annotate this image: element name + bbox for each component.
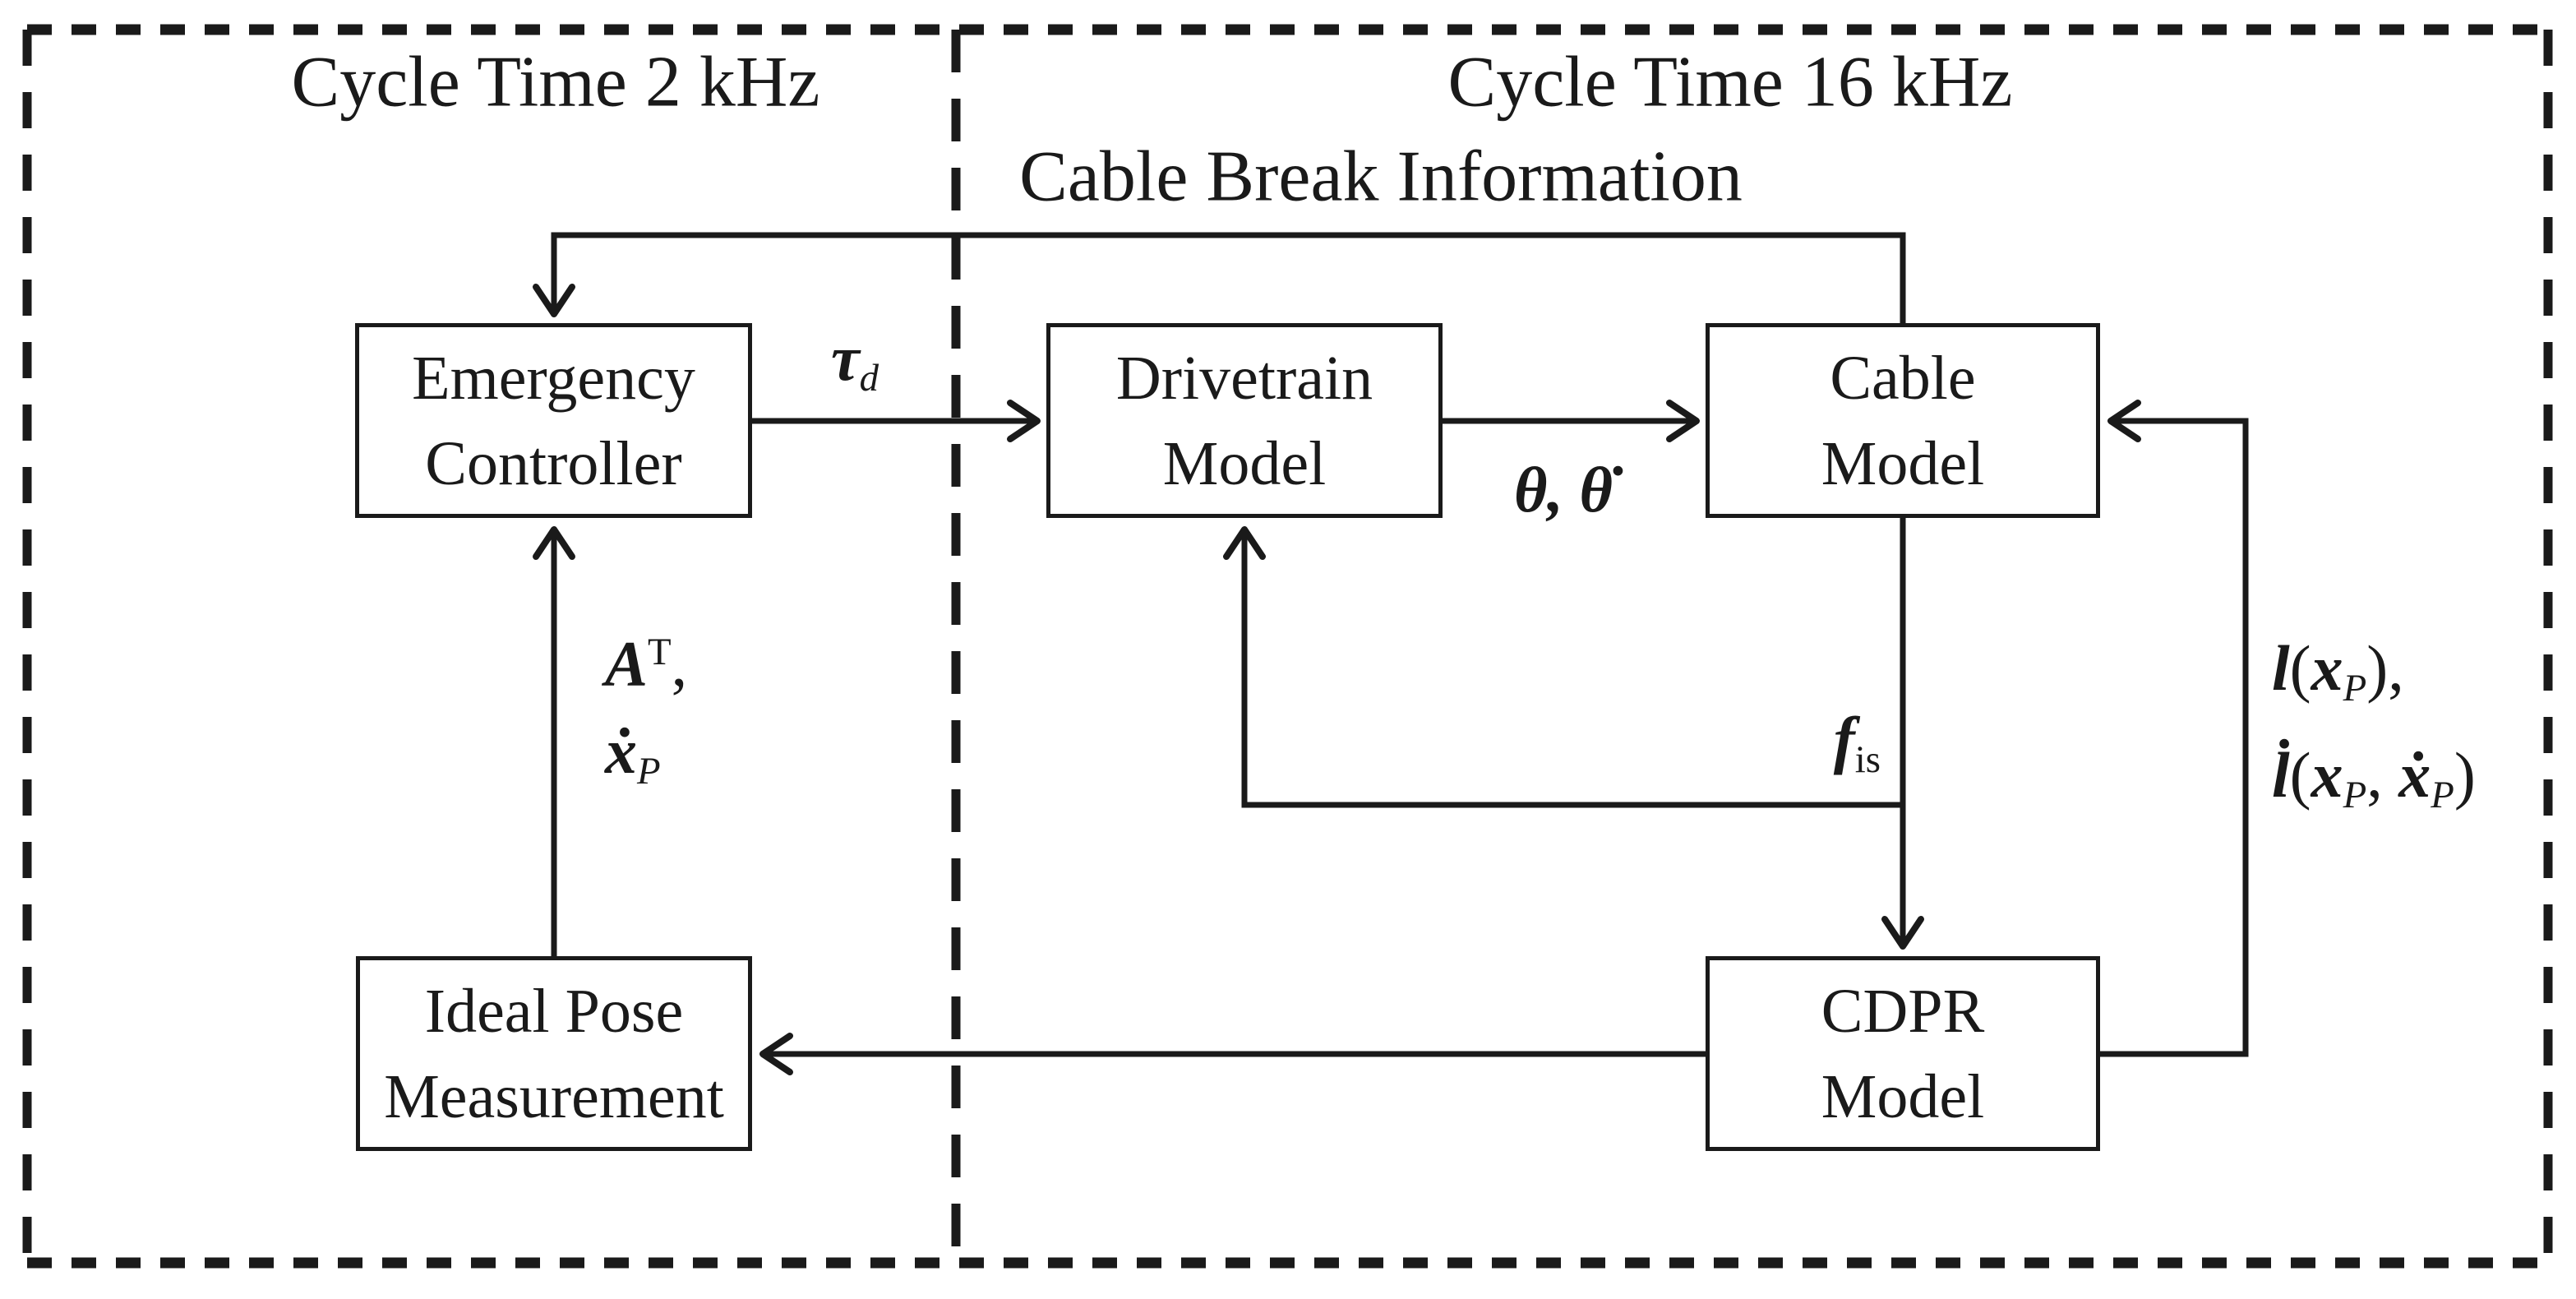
block-label-line: Drivetrain <box>1115 343 1373 413</box>
math-line: ẋP <box>605 708 687 815</box>
math-line: l̇(xP, ẋP) <box>2272 732 2476 839</box>
math-symbol: f <box>1833 703 1855 775</box>
signal-label-f-is: fis <box>1834 696 1881 803</box>
math-line: l(xP), <box>2272 625 2476 732</box>
block-label-line: Controller <box>425 428 682 498</box>
cable-break-information-label: Cable Break Information <box>1019 136 1743 217</box>
math-symbol: ẋ <box>605 714 637 787</box>
math-subscript: P <box>2343 774 2367 817</box>
math-symbol: θ <box>1514 454 1548 525</box>
block-cable-model: Cable Model <box>1706 323 2100 518</box>
block-label-line: Cable <box>1830 343 1976 413</box>
math-separator: , <box>2366 739 2399 811</box>
region-title-cycle-2khz: Cycle Time 2 kHz <box>291 42 820 123</box>
region-title-cycle-16khz: Cycle Time 16 kHz <box>1447 42 2013 123</box>
block-emergency-controller: Emergency Controller <box>355 323 752 518</box>
math-symbol: l̇ <box>2272 739 2290 811</box>
math-separator: , <box>1547 454 1580 525</box>
block-cdpr-model: CDPR Model <box>1706 956 2100 1151</box>
math-symbol: l <box>2272 632 2290 704</box>
math-subscript: P <box>2343 667 2367 710</box>
arrow-cable-break-feedback <box>533 232 1906 323</box>
math-symbol: x <box>2311 739 2343 811</box>
math-line: AT, <box>605 608 687 708</box>
math-paren: ) <box>2454 739 2476 811</box>
block-label-line: Measurement <box>384 1061 724 1131</box>
math-separator: , <box>671 627 688 700</box>
math-paren: ), <box>2366 632 2404 704</box>
block-label-line: Model <box>1162 428 1327 498</box>
math-symbol: A <box>605 627 649 700</box>
math-paren: ( <box>2289 632 2311 704</box>
block-drivetrain-model: Drivetrain Model <box>1046 323 1443 518</box>
signal-label-theta: θ, θ̇ <box>1514 446 1613 534</box>
math-symbol: ẋ <box>2398 739 2431 811</box>
math-symbol: θ̇ <box>1579 454 1613 525</box>
math-subscript: P <box>637 749 661 793</box>
arrow-f-is-feedback <box>1223 518 1906 808</box>
arrow-cable-lengths-feedback <box>2100 400 2249 1057</box>
block-label-line: Emergency <box>412 343 695 413</box>
block-ideal-pose-measurement: Ideal Pose Measurement <box>356 956 752 1151</box>
math-subscript: is <box>1854 738 1881 782</box>
math-superscript: T <box>648 631 672 673</box>
signal-label-structure-matrix-velocity: AT, ẋP <box>605 608 687 815</box>
signal-label-cable-lengths: l(xP), l̇(xP, ẋP) <box>2272 625 2476 839</box>
block-label-line: Model <box>1821 1061 1985 1131</box>
math-symbol: τ <box>830 321 860 394</box>
block-label-line: CDPR <box>1821 976 1985 1046</box>
math-subscript: P <box>2431 774 2454 817</box>
block-label-line: Model <box>1821 428 1985 498</box>
signal-label-tau-d: τd <box>831 315 879 422</box>
math-subscript: d <box>859 357 879 400</box>
block-label-line: Ideal Pose <box>424 976 684 1046</box>
math-paren: ( <box>2289 739 2311 811</box>
math-symbol: x <box>2311 632 2343 704</box>
